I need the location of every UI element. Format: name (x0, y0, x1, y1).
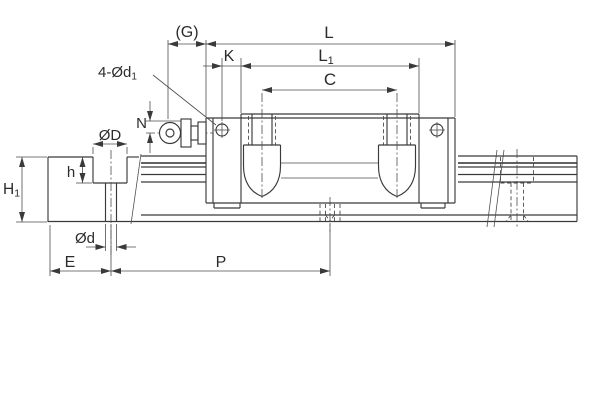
dim-label-C: C (324, 70, 336, 89)
end-cap-screw-right (429, 122, 445, 138)
dim-E: E (50, 254, 111, 274)
dim-label-L: L (324, 23, 333, 42)
dim-label-K: K (224, 48, 235, 65)
break-line-right-2 (493, 149, 505, 228)
dim-label-E: E (65, 254, 76, 271)
dim-label-H1: H1 (3, 181, 20, 200)
rail-cross-section (47, 150, 139, 258)
dim-OD-head: ØD (93, 127, 127, 147)
dim-label-L1: L1 (318, 46, 334, 67)
dim-label-OD: ØD (99, 127, 122, 144)
dim-label-Od: Ød (75, 230, 95, 247)
dim-G: (G) (168, 24, 206, 47)
mounting-hole-section-left (242, 93, 282, 199)
dim-P: P (111, 254, 330, 274)
grease-nipple-flange (180, 118, 192, 148)
dim-h: h (67, 157, 86, 183)
dimension-annotations: (G) L K L1 C 4-Ød1 (3, 23, 456, 276)
dim-label-P: P (216, 254, 227, 271)
callout-4-od1: 4-Ød1 (98, 64, 217, 126)
dim-K: K (203, 48, 241, 69)
dim-H1: H1 (3, 157, 25, 222)
dim-L: L (206, 23, 455, 47)
dim-N: N (136, 101, 153, 153)
dim-label-h: h (67, 164, 75, 181)
grease-nipple-neck (190, 125, 199, 141)
break-line-left (130, 153, 142, 225)
dim-C: C (262, 70, 397, 93)
break-line-right-1 (486, 149, 498, 228)
seal-lip-left (213, 203, 241, 209)
mounting-hole-section-right (377, 93, 417, 199)
rail-hole-hidden-right (500, 149, 534, 228)
carriage-block (205, 93, 456, 209)
end-cap-screw-left (214, 122, 230, 138)
grease-nipple-base (197, 121, 207, 145)
dim-Od-shank: Ød (75, 230, 136, 250)
dim-label-G: (G) (175, 24, 198, 41)
grease-nipple (146, 118, 213, 148)
rail-side-view (48, 149, 578, 232)
dim-L1: L1 (241, 46, 419, 69)
rail-bolt-counterbore (92, 150, 128, 258)
dim-label-N: N (136, 115, 147, 132)
seal-lip-right (420, 203, 446, 209)
dim-label-4-od1: 4-Ød1 (98, 64, 137, 83)
